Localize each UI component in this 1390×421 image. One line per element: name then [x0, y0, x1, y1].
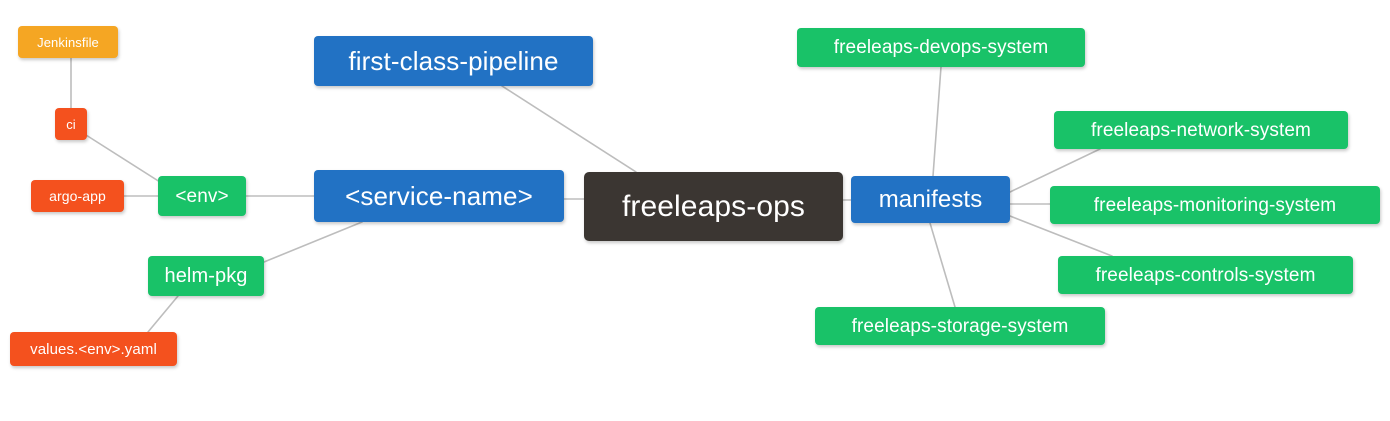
mindmap-node-freeleaps-ops[interactable]: freeleaps-ops — [584, 172, 843, 241]
mindmap-node-manifests[interactable]: manifests — [851, 176, 1010, 223]
mindmap-node-freeleaps-storage-system[interactable]: freeleaps-storage-system — [815, 307, 1105, 345]
mindmap-node-freeleaps-controls-system[interactable]: freeleaps-controls-system — [1058, 256, 1353, 294]
mindmap-node-env[interactable]: <env> — [158, 176, 246, 216]
mindmap-node-first-class-pipeline[interactable]: first-class-pipeline — [314, 36, 593, 86]
mindmap-node-service-name[interactable]: <service-name> — [314, 170, 564, 222]
mindmap-node-jenkinsfile[interactable]: Jenkinsfile — [18, 26, 118, 58]
mindmap-node-argo-app[interactable]: argo-app — [31, 180, 124, 212]
mindmap-node-helm-pkg[interactable]: helm-pkg — [148, 256, 264, 296]
mindmap-node-values-yaml[interactable]: values.<env>.yaml — [10, 332, 177, 366]
mindmap-node-ci[interactable]: ci — [55, 108, 87, 140]
mindmap-node-freeleaps-monitoring-system[interactable]: freeleaps-monitoring-system — [1050, 186, 1380, 224]
mindmap-node-freeleaps-network-system[interactable]: freeleaps-network-system — [1054, 111, 1348, 149]
mindmap-node-freeleaps-devops-system[interactable]: freeleaps-devops-system — [797, 28, 1085, 67]
